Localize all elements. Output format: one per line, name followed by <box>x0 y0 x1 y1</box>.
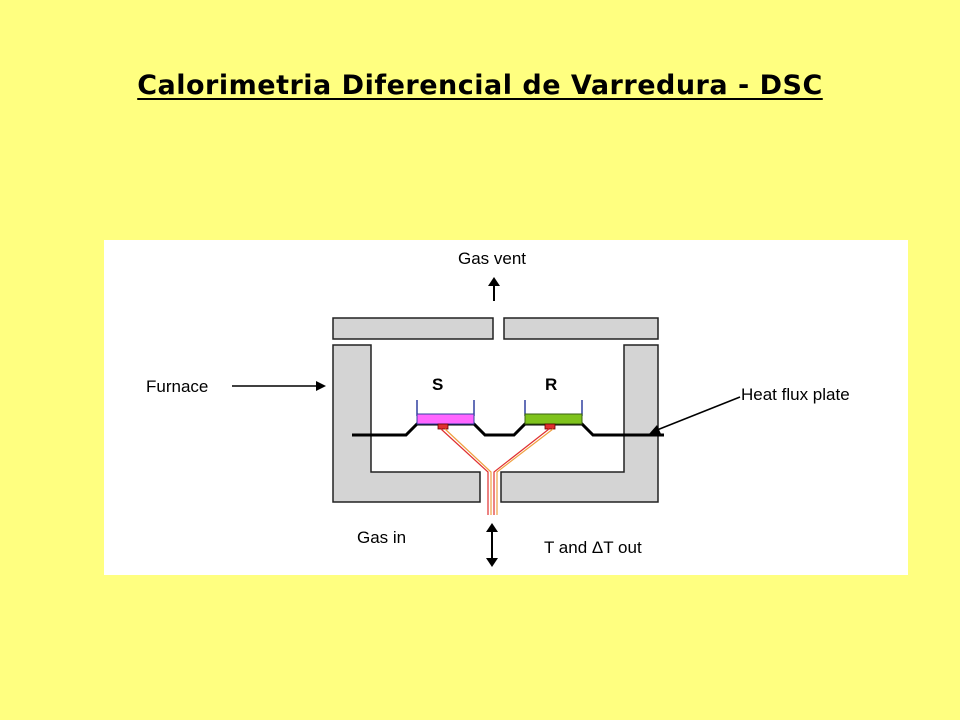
furnace-enclosure <box>332 317 659 503</box>
gas-vent-arrow <box>488 277 500 301</box>
heat-flux-plate-label: Heat flux plate <box>741 385 850 404</box>
temperature-output-label: T and ΔT out <box>544 538 642 557</box>
delta-symbol: Δ <box>592 538 603 557</box>
furnace-top-right-wall <box>503 317 659 340</box>
slide-title: Calorimetria Diferencial de Varredura - … <box>137 70 823 101</box>
dsc-schematic: Gas vent Furnace Heat flux plate S R Gas… <box>146 249 850 567</box>
heat-flux-plate-pointer-arrow <box>649 396 741 434</box>
sample-material <box>416 413 475 425</box>
reference-label: R <box>545 375 557 394</box>
furnace-right-wall <box>500 344 659 503</box>
reference-material <box>524 413 583 425</box>
furnace-pointer-arrow <box>232 381 326 391</box>
reference-pan <box>524 400 583 430</box>
furnace-left-wall <box>332 344 481 503</box>
sample-sensor <box>437 423 449 430</box>
thermocouple-wires <box>440 428 554 515</box>
sample-pan <box>416 400 475 430</box>
gas-vent-label: Gas vent <box>458 249 526 268</box>
gas-in-label: Gas in <box>357 528 406 547</box>
heat-flux-plate <box>352 422 664 437</box>
gas-in-arrow <box>486 523 498 567</box>
reference-sensor <box>544 423 556 430</box>
t-out-suffix: T out <box>603 538 642 557</box>
furnace-top-left-wall <box>332 317 494 340</box>
furnace-label: Furnace <box>146 377 208 396</box>
dsc-diagram: Gas vent Furnace Heat flux plate S R Gas… <box>104 240 908 575</box>
t-out-prefix: T and <box>544 538 592 557</box>
sample-label: S <box>432 375 443 394</box>
